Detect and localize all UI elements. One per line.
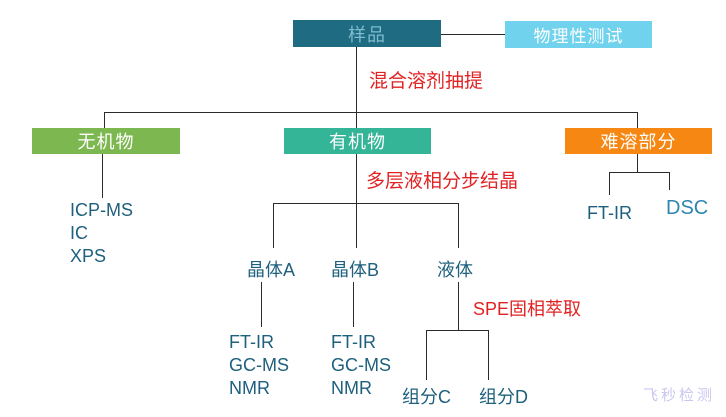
label-crystal-b: 晶体B <box>331 260 380 280</box>
annotation-spe-extraction: SPE固相萃取 <box>473 299 582 319</box>
method-nmr: NMR <box>331 378 372 398</box>
label-insoluble-dsc: DSC <box>666 197 709 219</box>
inorganic-method-list: ICP-MS IC XPS <box>70 199 133 268</box>
connector-insoluble-branch <box>609 172 670 173</box>
connector-insoluble-down <box>637 154 638 172</box>
label-fraction-d: 组分D <box>479 387 528 407</box>
connector-dsc-down <box>669 172 670 190</box>
connector-crystal-b-down <box>353 282 354 327</box>
connector-crystal-b-up <box>356 203 357 248</box>
connector-main-branch <box>104 112 638 113</box>
annotation-crystallization: 多层液相分步结晶 <box>366 171 519 192</box>
crystal-a-method-list: FT-IR GC-MS NMR <box>229 331 289 400</box>
label-insoluble-ftir: FT-IR <box>587 203 632 223</box>
node-sample: 样品 <box>293 20 441 47</box>
connector-crystal-a-down <box>261 282 262 327</box>
connector-sample-physical <box>441 34 505 35</box>
connector-fraction-d-down <box>488 330 489 380</box>
connector-ftir-down <box>609 172 610 195</box>
connector-fraction-c-down <box>426 330 427 380</box>
connector-liquid-up <box>458 203 459 248</box>
label-crystal-a: 晶体A <box>247 260 296 280</box>
method-xps: XPS <box>70 246 107 266</box>
connector-crystal-a-up <box>273 203 274 248</box>
connector-liquid-down <box>458 282 459 330</box>
method-icp-ms: ICP-MS <box>70 200 133 220</box>
connector-branch-left <box>104 112 105 128</box>
connector-branch-right <box>637 112 638 128</box>
method-ft-ir: FT-IR <box>229 332 274 352</box>
connector-organic-down <box>356 154 357 203</box>
node-organic: 有机物 <box>284 128 431 154</box>
method-ic: IC <box>70 223 88 243</box>
node-physical-test: 物理性测试 <box>505 21 652 48</box>
method-ft-ir: FT-IR <box>331 332 376 352</box>
connector-branch-mid <box>356 112 357 128</box>
method-gc-ms: GC-MS <box>331 355 391 375</box>
label-fraction-c: 组分C <box>402 387 451 407</box>
connector-inorganic-down <box>102 154 103 198</box>
connector-sample-down <box>356 47 357 112</box>
connector-fraction-branch <box>426 330 489 331</box>
crystal-b-method-list: FT-IR GC-MS NMR <box>331 331 391 400</box>
method-gc-ms: GC-MS <box>229 355 289 375</box>
connector-crystal-branch <box>273 203 459 204</box>
method-nmr: NMR <box>229 378 270 398</box>
label-liquid: 液体 <box>437 260 473 280</box>
node-inorganic: 无机物 <box>32 128 180 154</box>
annotation-solvent-extraction: 混合溶剂抽提 <box>369 71 484 92</box>
watermark-text: 飞秒检测 <box>643 387 716 404</box>
node-insoluble: 难溶部分 <box>565 128 712 154</box>
